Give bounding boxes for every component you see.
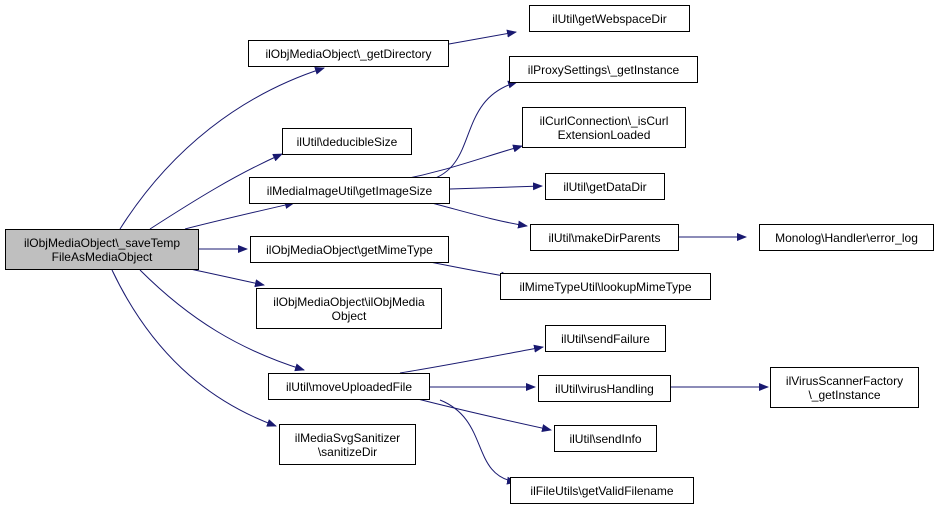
node-svg-sanitize-dir[interactable]: ilMediaSvgSanitizer\sanitizeDir: [279, 424, 416, 465]
edge-root-ctor: [184, 267, 265, 288]
node-virus-scanner-get-instance[interactable]: ilVirusScannerFactory\_getInstance: [770, 367, 919, 408]
node-get-webspace-dir[interactable]: ilUtil\getWebspaceDir: [529, 5, 690, 32]
node-send-info[interactable]: ilUtil\sendInfo: [554, 425, 657, 452]
node-get-mime-type[interactable]: ilObjMediaObject\getMimeType: [250, 236, 449, 263]
edge-getdirectory-webspace: [448, 29, 517, 45]
node-get-valid-filename[interactable]: ilFileUtils\getValidFilename: [510, 477, 694, 504]
edge-move-sendinfo: [409, 396, 552, 432]
node-proxy-settings-get-instance[interactable]: ilProxySettings\_getInstance: [509, 56, 698, 83]
node-monolog-error-log[interactable]: Monolog\Handler\error_log: [759, 224, 934, 251]
edge-root-getimagesize: [184, 201, 295, 230]
edge-getimagesize-datadir: [449, 182, 543, 191]
node-get-directory[interactable]: ilObjMediaObject\_getDirectory: [248, 40, 449, 67]
edge-root-moveuploadedfile: [139, 269, 305, 372]
node-make-dir-parents[interactable]: ilUtil\makeDirParents: [530, 224, 679, 251]
node-lookup-mime-type[interactable]: ilMimeTypeUtil\lookupMimeType: [500, 273, 711, 300]
edge-root-deduciblesize: [149, 153, 283, 230]
edge-move-validfilename: [439, 399, 517, 485]
edge-root-svgsanitizer: [111, 269, 277, 427]
edge-getmimetype-lookup: [429, 261, 511, 280]
node-deducible-size[interactable]: ilUtil\deducibleSize: [282, 128, 412, 155]
edge-move-sendfailure: [399, 344, 544, 374]
node-get-data-dir[interactable]: ilUtil\getDataDir: [545, 173, 665, 200]
node-move-uploaded-file[interactable]: ilUtil\moveUploadedFile: [268, 373, 430, 400]
node-get-image-size[interactable]: ilMediaImageUtil\getImageSize: [249, 177, 450, 204]
node-send-failure[interactable]: ilUtil\sendFailure: [545, 325, 666, 352]
edge-getimagesize-proxy: [429, 80, 518, 181]
edge-root-getdirectory: [119, 66, 325, 230]
edge-getimagesize-curl: [399, 144, 523, 181]
node-virus-handling[interactable]: ilUtil\virusHandling: [538, 375, 671, 402]
